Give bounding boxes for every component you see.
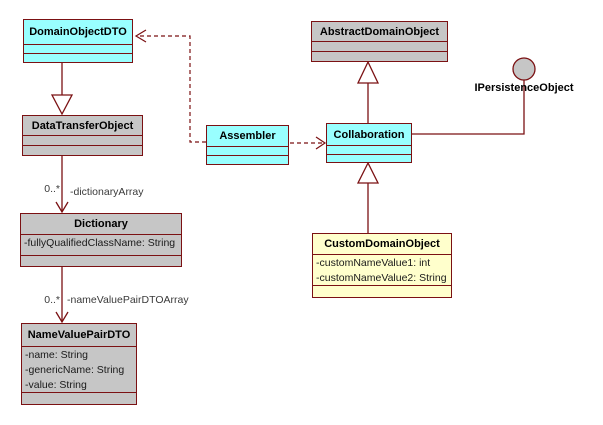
attribute: -customNameValue1: int	[316, 257, 431, 269]
generalization-domainobjectdto-datatransferobject	[50, 63, 74, 116]
multiplicity-label-namevaluepair: 0..*	[44, 294, 60, 306]
class-dictionary: Dictionary -fullyQualifiedClassName: Str…	[20, 213, 182, 267]
generalization-collaboration-abstractdomainobject	[356, 60, 380, 123]
class-title: Dictionary	[74, 218, 128, 230]
class-customdomainobject: CustomDomainObject -customNameValue1: in…	[312, 233, 452, 298]
class-title: DomainObjectDTO	[29, 26, 127, 38]
class-title: Collaboration	[333, 128, 405, 141]
attributes-compartment	[312, 41, 447, 51]
interface-lollipop-ipersistenceobject	[412, 57, 536, 135]
operations-compartment	[207, 155, 288, 164]
attributes-compartment	[23, 135, 142, 145]
operations-compartment	[21, 255, 181, 266]
attribute: -customNameValue2: String	[316, 272, 447, 284]
attributes-compartment	[24, 44, 132, 53]
class-domainobjectdto: DomainObjectDTO	[23, 19, 133, 63]
class-namevaluepairdto: NameValuePairDTO -name: String -genericN…	[21, 323, 137, 405]
class-assembler: Assembler	[206, 125, 289, 165]
class-title: CustomDomainObject	[324, 238, 440, 250]
class-title: Assembler	[219, 130, 276, 142]
class-collaboration: Collaboration	[326, 123, 412, 163]
operations-compartment	[24, 53, 132, 62]
association-datatransferobject-dictionary	[55, 156, 69, 214]
attribute: -genericName: String	[25, 364, 125, 376]
association-dictionary-namevaluepairdto	[55, 267, 69, 324]
attributes-compartment	[207, 146, 288, 155]
multiplicity-label-dictionary: 0..*	[44, 183, 60, 195]
operations-compartment	[327, 153, 411, 163]
class-abstractdomainobject: AbstractDomainObject	[311, 21, 448, 62]
attributes-compartment: -fullyQualifiedClassName: String	[21, 234, 181, 255]
class-datatransferobject: DataTransferObject	[22, 115, 143, 156]
dependency-assembler-domainobjectdto	[134, 29, 206, 143]
operations-compartment	[312, 51, 447, 61]
role-label-dictionaryarray: -dictionaryArray	[70, 186, 144, 198]
attributes-compartment: -name: String -genericName: String -valu…	[22, 346, 136, 392]
operations-compartment	[23, 145, 142, 155]
class-title: DataTransferObject	[31, 119, 134, 132]
role-label-namevaluepairdtoarray: -nameValuePairDTOArray	[67, 294, 189, 306]
operations-compartment	[22, 392, 136, 404]
attributes-compartment: -customNameValue1: int -customNameValue2…	[313, 254, 451, 285]
interface-ball-icon	[512, 57, 536, 81]
attribute: -name: String	[25, 349, 89, 361]
interface-label-ipersistenceobject: IPersistenceObject	[474, 82, 574, 94]
class-title: AbstractDomainObject	[319, 25, 440, 38]
class-title: NameValuePairDTO	[27, 329, 131, 341]
attribute: -value: String	[25, 379, 87, 391]
attributes-compartment	[327, 145, 411, 154]
attribute: -fullyQualifiedClassName: String	[24, 237, 176, 249]
operations-compartment	[313, 285, 451, 297]
generalization-customdomainobject-collaboration	[356, 161, 380, 233]
dependency-assembler-collaboration	[290, 136, 327, 150]
